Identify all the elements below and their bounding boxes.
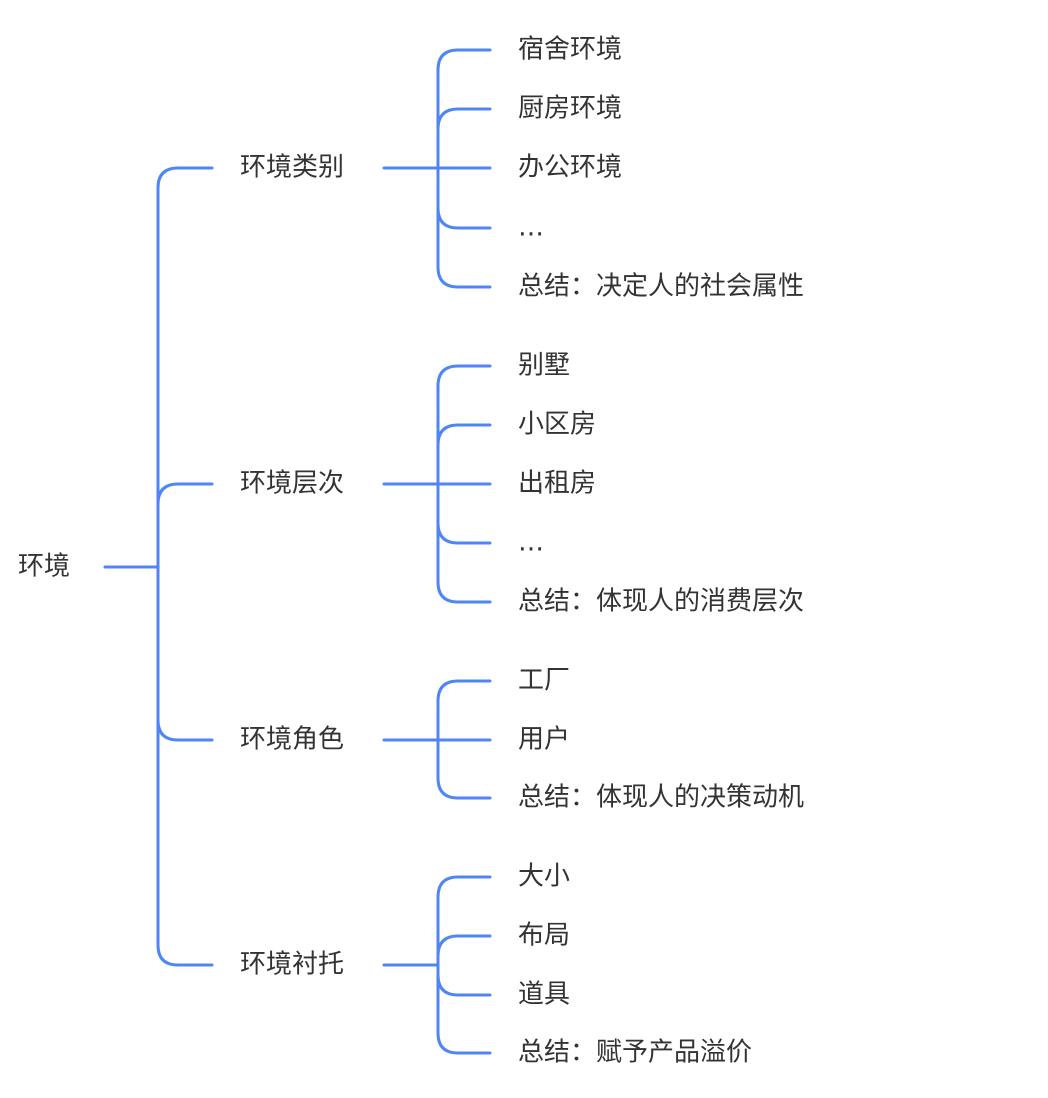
branch-categories-connector-elbow xyxy=(436,48,492,72)
root-connector-elbow xyxy=(156,718,214,742)
leaf-node: 厨房环境 xyxy=(518,94,622,124)
leaf-node: 用户 xyxy=(518,725,570,755)
branch-levels-connector-elbow xyxy=(436,580,492,604)
branch-roles-connector-elbow xyxy=(436,679,492,703)
root-node: 环境 xyxy=(18,552,70,582)
root-connector-elbow xyxy=(156,943,214,967)
branch-roles-connector-elbow xyxy=(436,776,492,800)
leaf-node: 出租房 xyxy=(518,469,596,499)
connector-lines xyxy=(103,48,492,1055)
branch-node-categories: 环境类别 xyxy=(240,153,344,183)
leaf-node: 小区房 xyxy=(518,410,596,440)
branch-categories-connector-elbow xyxy=(436,107,492,131)
branch-categories-connector-elbow xyxy=(436,206,492,230)
branch-foil-connector-elbow xyxy=(436,973,492,997)
leaf-node: 办公环境 xyxy=(518,153,622,183)
branch-node-foil: 环境衬托 xyxy=(240,950,344,980)
leaf-node: 别墅 xyxy=(518,351,570,381)
leaf-node: 宿舍环境 xyxy=(518,35,622,65)
branch-categories-connector-elbow xyxy=(436,265,492,289)
root-connector-elbow xyxy=(156,482,214,506)
root-connector-elbow xyxy=(156,166,214,190)
leaf-node-summary: 总结：体现人的决策动机 xyxy=(518,783,804,813)
leaf-node: 工厂 xyxy=(518,666,570,696)
branch-foil-connector-elbow xyxy=(436,934,492,958)
leaf-node: 大小 xyxy=(518,862,570,892)
leaf-node: 布局 xyxy=(518,921,570,951)
branch-node-levels: 环境层次 xyxy=(240,469,344,499)
branch-levels-connector-elbow xyxy=(436,364,492,388)
leaf-node: 道具 xyxy=(518,980,570,1010)
branch-levels-connector-elbow xyxy=(436,521,492,545)
leaf-node-summary: 总结：体现人的消费层次 xyxy=(518,587,804,617)
branch-levels-connector-elbow xyxy=(436,423,492,447)
leaf-node: … xyxy=(518,213,544,243)
branch-foil-connector-elbow xyxy=(436,1031,492,1055)
branch-node-roles: 环境角色 xyxy=(240,725,344,755)
leaf-node-summary: 总结：赋予产品溢价 xyxy=(518,1038,752,1068)
leaf-node: … xyxy=(518,528,544,558)
leaf-node-summary: 总结：决定人的社会属性 xyxy=(518,272,804,302)
branch-foil-connector-elbow xyxy=(436,875,492,899)
